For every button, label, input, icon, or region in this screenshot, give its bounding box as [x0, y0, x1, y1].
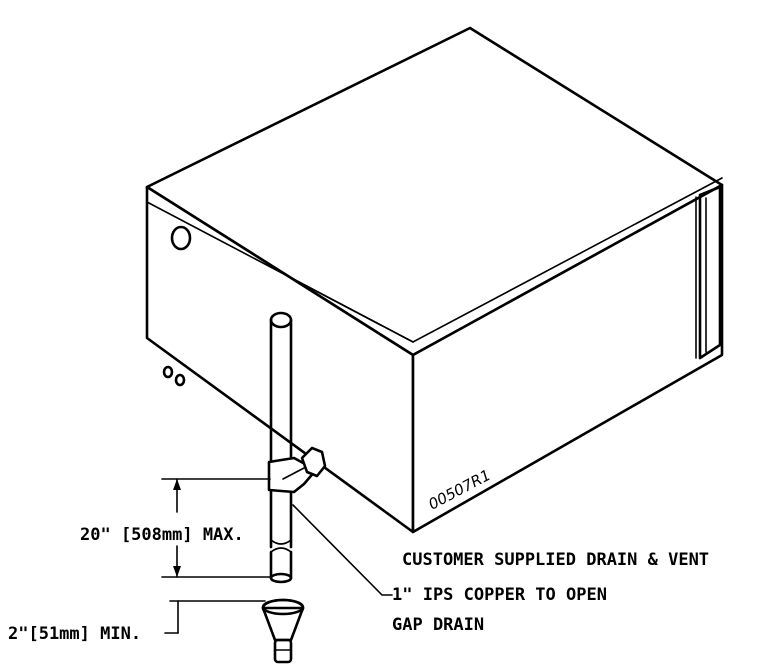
drain-callout-line-1: CUSTOMER SUPPLIED DRAIN & VENT [402, 550, 709, 570]
pipe-break-lower [270, 547, 292, 553]
drain-connection-nut [300, 446, 327, 478]
water-inlet-port [170, 225, 192, 251]
door-handle [698, 185, 722, 360]
electrical-port-1 [162, 365, 174, 379]
front-panel-seam [146, 201, 414, 343]
drain-callout-leader [292, 504, 393, 596]
lower-pipe-end [269, 572, 293, 584]
cabinet-side-face [411, 183, 724, 534]
min-gap-label: 2"[51mm] MIN. [8, 624, 141, 644]
funnel-outlet [273, 638, 293, 664]
pipe-break-upper [270, 539, 292, 545]
dim-arrow-up [173, 479, 181, 490]
tee-detail [282, 467, 305, 480]
drain-callout-line-2: 1" IPS COPPER TO OPEN [392, 585, 607, 605]
electrical-port-2 [174, 373, 186, 387]
funnel-rim-top [261, 598, 305, 616]
max-height-label: 20" [508mm] MAX. [80, 525, 244, 545]
drain-callout-line-3: GAP DRAIN [392, 615, 484, 635]
dim-arrow-down [173, 566, 181, 577]
